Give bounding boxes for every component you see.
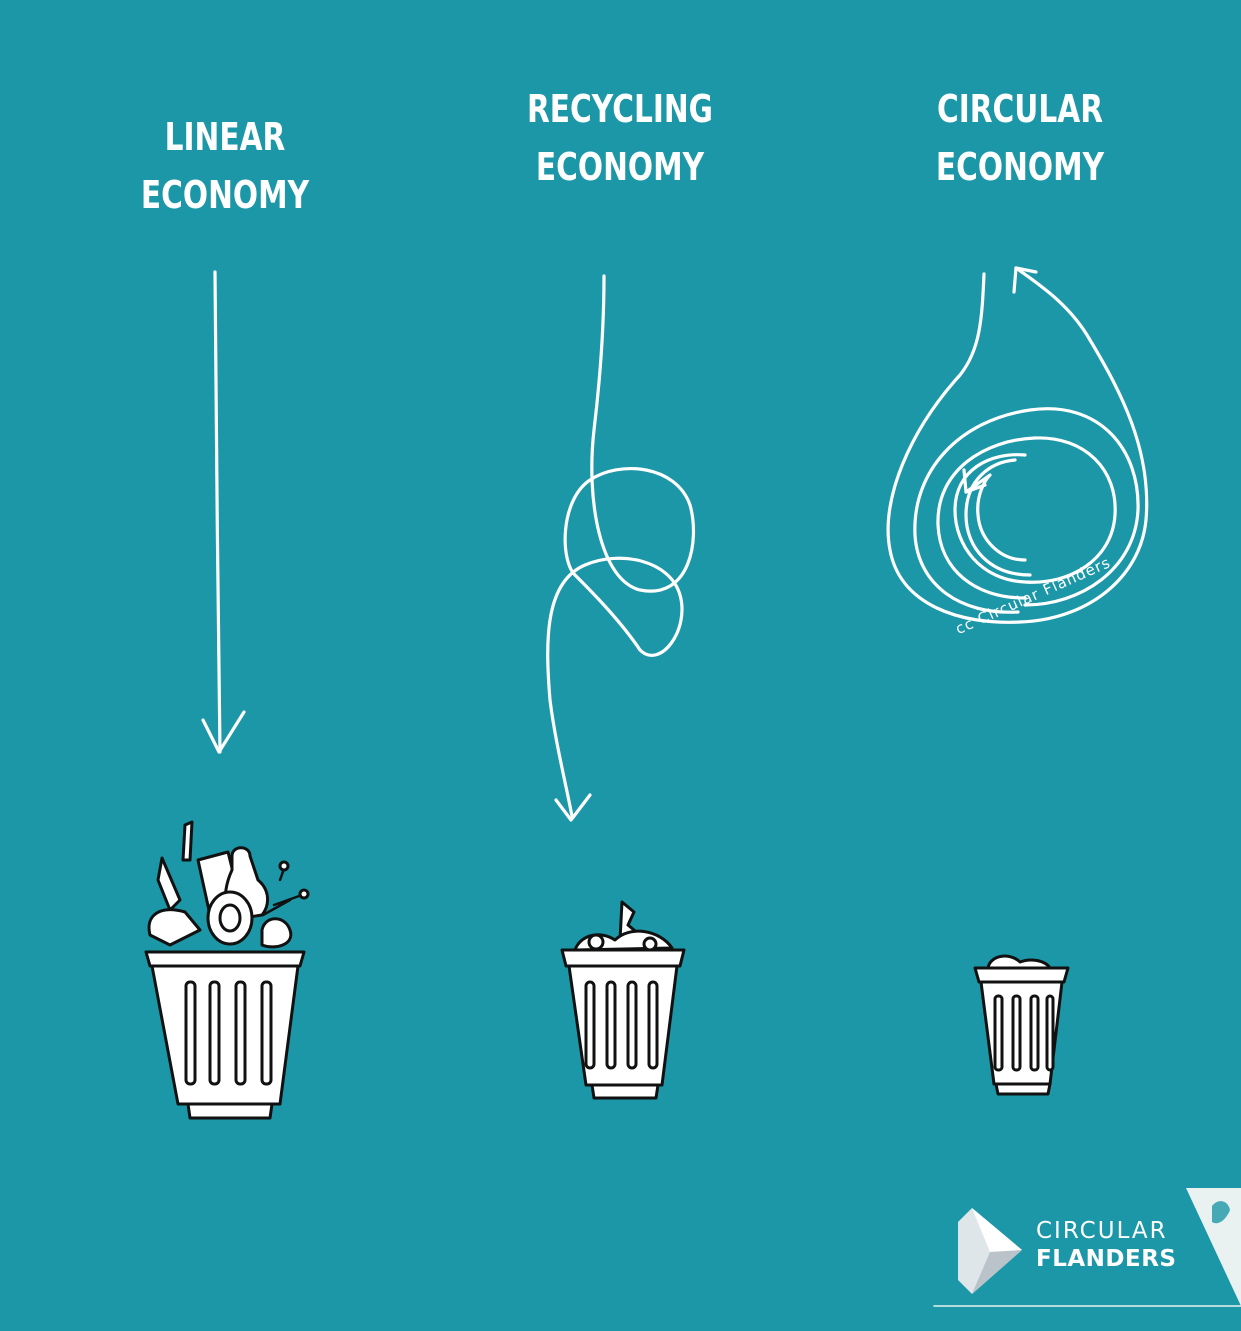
logo-line-circular: CIRCULAR: [1036, 1218, 1168, 1244]
recycling-economy-title: RECYCLING ECONOMY: [503, 80, 737, 196]
looped-arrow-icon: [546, 274, 696, 822]
linear-economy-title: LINEAR ECONOMY: [81, 108, 370, 224]
title-line: LINEAR ECONOMY: [140, 115, 310, 217]
half-trash-bin-icon: [560, 900, 686, 1100]
straight-arrow-icon: [201, 270, 246, 754]
circular-flanders-logo-mark: [958, 1208, 1022, 1294]
flanders-lion-icon: [1186, 1188, 1241, 1306]
full-trash-bin-icon: [144, 820, 310, 1120]
circular-economy-title: CIRCULAR ECONOMY: [903, 80, 1137, 196]
spiral-arrow-icon: [886, 266, 1149, 624]
title-line: ECONOMY: [535, 145, 705, 189]
title-line: ECONOMY: [935, 145, 1105, 189]
title-line: CIRCULAR: [936, 87, 1104, 131]
logo-line-flanders: FLANDERS: [1036, 1246, 1177, 1272]
title-line: RECYCLING: [526, 87, 714, 131]
small-trash-bin-icon: [973, 954, 1070, 1096]
